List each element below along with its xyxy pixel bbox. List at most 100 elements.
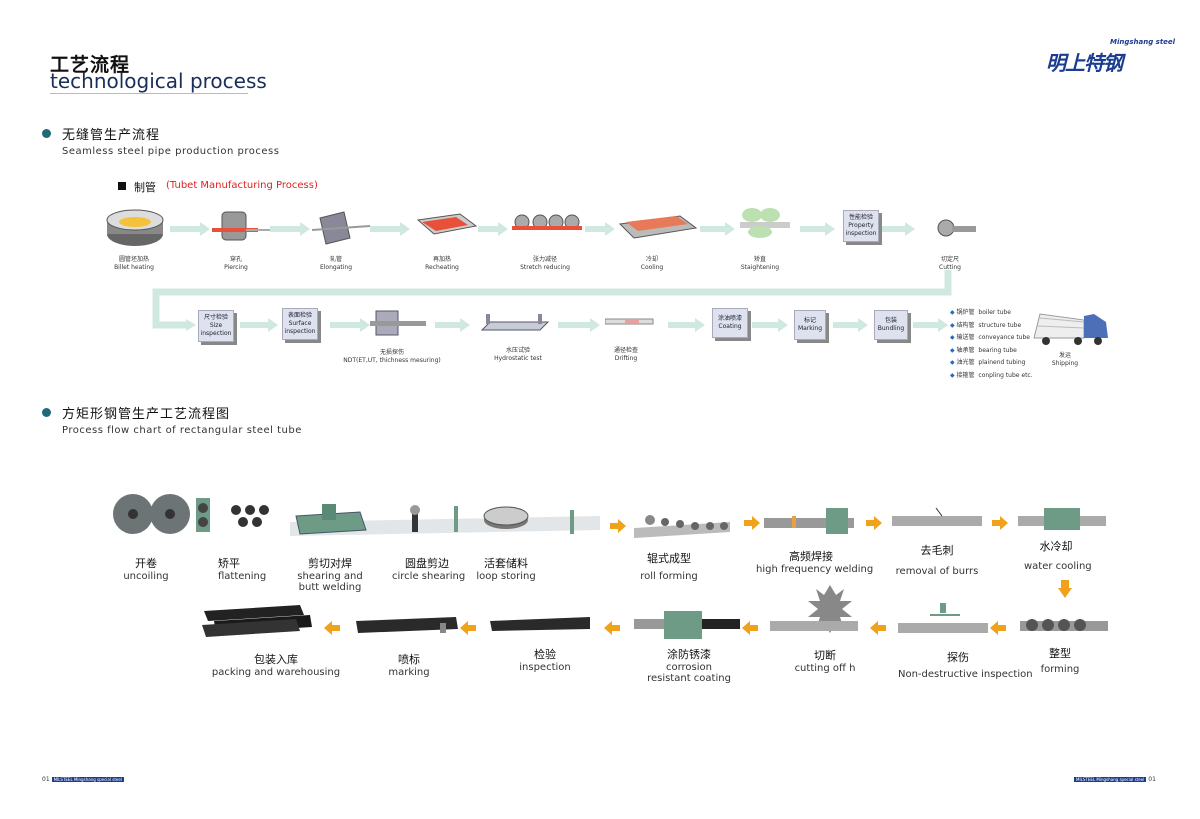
coil-icon <box>113 494 153 534</box>
flow-arrow <box>270 222 310 236</box>
packed-tubes-icon <box>202 605 312 637</box>
section-bullet <box>42 408 51 417</box>
product-list: ◆ 锅炉管 boiler tube ◆ 结构管 structure tube ◆… <box>950 307 1033 383</box>
rect-tube-row1-graphics <box>113 494 1106 538</box>
flow-arrow <box>240 318 278 332</box>
flow-arrow <box>610 519 626 533</box>
flow-arrow <box>700 222 735 236</box>
elongating-icon <box>311 211 371 245</box>
coil-icon <box>150 494 190 534</box>
flow-arrow <box>170 222 210 236</box>
subsection1-title-cn: 制管 <box>134 181 156 194</box>
flow-arrow <box>742 621 758 635</box>
logo-text-en: Mingshang steel <box>1110 38 1176 46</box>
reheating-icon <box>416 213 478 235</box>
subsection-marker <box>118 182 126 190</box>
truck-icon <box>1033 313 1108 345</box>
flow-arrow <box>913 318 948 332</box>
flow-arrow <box>604 621 620 635</box>
drifting-icon <box>605 318 654 325</box>
straightening-icon <box>740 208 790 238</box>
marked-tube-icon <box>356 617 458 633</box>
section2-title-cn: 方矩形钢管生产工艺流程图 <box>62 407 231 422</box>
flow-arrow <box>992 516 1008 530</box>
circle-shear-icon <box>410 505 420 532</box>
flow-arrow <box>833 318 868 332</box>
deburring-icon <box>892 507 982 526</box>
list-item: ◆ 接箍管 conpling tube etc. <box>950 371 1033 379</box>
loop-storing-icon <box>483 506 529 529</box>
billet-heating-icon <box>106 209 164 246</box>
cutting-saw-icon <box>937 219 976 237</box>
flow-arrow <box>435 318 470 332</box>
ndt-icon <box>370 310 426 336</box>
flow-arrow-down <box>1058 580 1072 598</box>
footer-right: MILSTEEL Mingshang special steel 01 <box>1074 776 1156 783</box>
section1-title-en: Seamless steel pipe production process <box>62 146 280 157</box>
logo: 明上特钢 <box>1046 51 1123 75</box>
flow-arrow <box>800 222 835 236</box>
rollers-icon <box>231 505 269 527</box>
inspection-tube-icon <box>490 617 590 631</box>
list-item: ◆ 输送管 conveyance tube <box>950 334 1030 342</box>
flow-arrow <box>460 621 476 635</box>
list-item: ◆ 结构管 structure tube <box>950 321 1022 329</box>
flow-arrow <box>744 516 760 530</box>
cooling-bed-icon <box>618 215 698 239</box>
section1-title-cn: 无缝管生产流程 <box>62 128 161 143</box>
list-item: ◆ 锅炉管 boiler tube <box>950 309 1011 316</box>
flow-arrow <box>668 318 705 332</box>
flow-arrow <box>990 621 1006 635</box>
list-item: ◆ 油光管 plainend tubing <box>950 359 1026 367</box>
seamless-row1-graphics <box>106 208 976 246</box>
rect-tube-row2-graphics <box>202 585 1108 639</box>
page-title-cn: 工艺流程 <box>50 54 131 76</box>
title-divider <box>50 93 248 94</box>
piercing-icon <box>212 211 270 241</box>
flow-arrow <box>324 621 340 635</box>
footer-left: 01 MILSTEEL Mingshang special steel <box>42 776 124 783</box>
flow-connector <box>152 270 952 332</box>
flow-arrow <box>478 222 508 236</box>
cutting-saw-icon <box>770 585 858 633</box>
subsection1-title-en: (Tubet Manufacturing Process) <box>166 180 318 191</box>
hydrostatic-test-icon <box>480 314 550 331</box>
roll-forming-icon <box>634 515 730 538</box>
coating-line-icon <box>634 611 740 639</box>
flow-arrow <box>585 222 615 236</box>
flow-arrow <box>752 318 788 332</box>
stretch-reducing-icon <box>512 214 582 230</box>
flow-arrow <box>370 222 410 236</box>
page-title-en: technological process <box>50 69 267 93</box>
flow-arrow <box>330 318 370 332</box>
hf-welding-icon <box>764 508 854 534</box>
flattening-roller-icon <box>196 498 210 532</box>
